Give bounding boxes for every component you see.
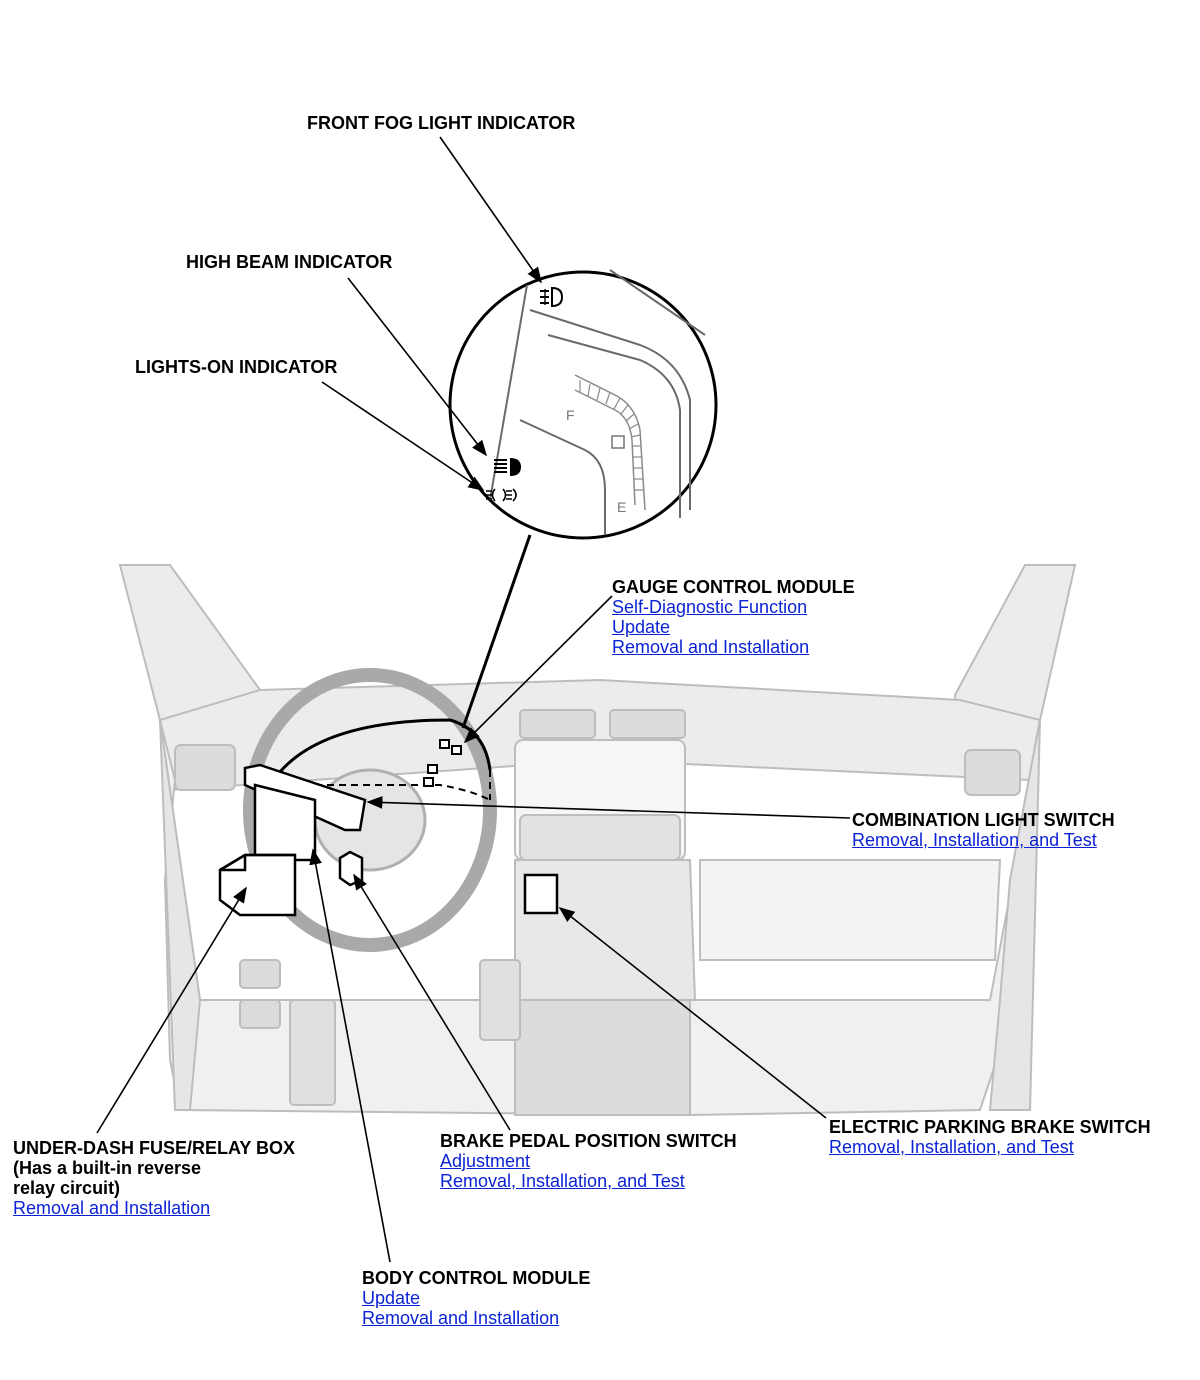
svg-text:F: F — [566, 407, 575, 423]
combo-switch-title: COMBINATION LIGHT SWITCH — [852, 810, 1115, 830]
gauge-self-diagnostic-link[interactable]: Self-Diagnostic Function — [612, 597, 808, 617]
leader-fuse-box — [96, 886, 247, 1134]
body-control-module-label: BODY CONTROL MODULE Update Removal and I… — [362, 1268, 590, 1328]
dashboard-illustration — [118, 564, 1077, 1117]
magnifier-connector — [461, 534, 532, 729]
bcm-update-link[interactable]: Update — [362, 1288, 421, 1308]
under-dash-fuse-box-label: UNDER-DASH FUSE/RELAY BOX (Has a built-i… — [13, 1138, 295, 1218]
leader-brake-switch — [353, 873, 511, 1131]
epb-switch-title: ELECTRIC PARKING BRAKE SWITCH — [829, 1117, 1151, 1137]
leader-lights-on — [321, 381, 485, 491]
bcm-title: BODY CONTROL MODULE — [362, 1268, 591, 1288]
front-fog-label: FRONT FOG LIGHT INDICATOR — [307, 113, 575, 133]
leader-front-fog — [439, 136, 542, 284]
svg-text:E: E — [617, 499, 626, 515]
brake-switch-adjustment-link[interactable]: Adjustment — [440, 1151, 531, 1171]
electric-parking-brake-switch-label: ELECTRIC PARKING BRAKE SWITCH Removal, I… — [829, 1117, 1151, 1157]
leader-gauge — [463, 595, 613, 744]
front-fog-title: FRONT FOG LIGHT INDICATOR — [307, 113, 576, 133]
brake-switch-title: BRAKE PEDAL POSITION SWITCH — [440, 1131, 737, 1151]
high-beam-title: HIGH BEAM INDICATOR — [186, 252, 393, 272]
gauge-update-link[interactable]: Update — [612, 617, 671, 637]
fog-light-icon — [540, 286, 564, 308]
fuse-relay-box-shape — [218, 853, 297, 917]
leader-bcm — [309, 848, 391, 1263]
leader-high-beam — [347, 277, 487, 457]
epb-switch-shape — [523, 873, 559, 915]
leader-lines — [96, 136, 851, 1263]
brake-pedal-switch-label: BRAKE PEDAL POSITION SWITCH Adjustment R… — [440, 1131, 737, 1191]
epb-switch-removal-link[interactable]: Removal, Installation, and Test — [829, 1137, 1074, 1157]
high-beam-label: HIGH BEAM INDICATOR — [186, 252, 392, 272]
combo-switch-removal-link[interactable]: Removal, Installation, and Test — [852, 830, 1097, 850]
combination-light-switch-label: COMBINATION LIGHT SWITCH Removal, Instal… — [852, 810, 1115, 850]
gauge-control-module-label: GAUGE CONTROL MODULE Self-Diagnostic Fun… — [612, 577, 855, 657]
brake-switch-shape — [338, 850, 364, 887]
gauge-cluster-outline — [263, 718, 492, 801]
lights-on-icon — [486, 488, 517, 502]
gauge-removal-link[interactable]: Removal and Installation — [612, 637, 810, 657]
lights-on-title: LIGHTS-ON INDICATOR — [135, 357, 338, 377]
brake-switch-removal-link[interactable]: Removal, Installation, and Test — [440, 1171, 685, 1191]
leader-epb-switch — [558, 907, 827, 1119]
fuse-box-title: UNDER-DASH FUSE/RELAY BOX — [13, 1138, 296, 1158]
leader-combo-switch — [366, 796, 851, 819]
cluster-indicator-marks — [423, 739, 462, 787]
high-beam-icon — [494, 458, 521, 476]
combination-light-switch-shape — [243, 763, 367, 862]
magnified-cluster-view: F E — [448, 269, 718, 540]
gauge-title: GAUGE CONTROL MODULE — [612, 577, 855, 597]
fuse-box-note-line1: (Has a built-in reverse — [13, 1158, 202, 1178]
bcm-removal-link[interactable]: Removal and Installation — [362, 1308, 560, 1328]
lights-on-label: LIGHTS-ON INDICATOR — [135, 357, 337, 377]
fuse-box-note-line2: relay circuit) — [13, 1178, 121, 1198]
fuse-box-removal-link[interactable]: Removal and Installation — [13, 1198, 211, 1218]
